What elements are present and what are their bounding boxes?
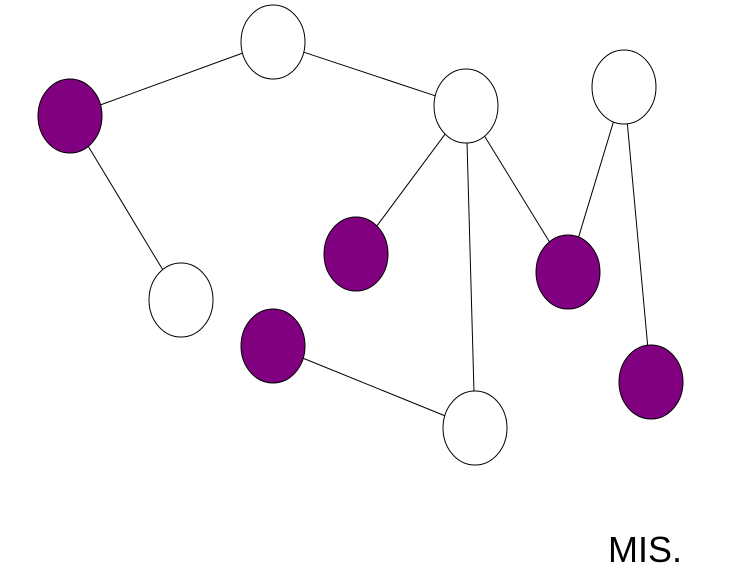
edge-n2-n7	[87, 146, 164, 270]
node-n3	[433, 68, 499, 144]
edge-n4-n6	[578, 121, 614, 238]
mis-node-n2	[37, 78, 103, 154]
edge-n3-n5	[376, 133, 446, 227]
mis-node-n8	[240, 308, 306, 384]
node-n9	[442, 390, 508, 466]
mis-node-n10	[618, 344, 684, 420]
diagram-caption: MIS.	[608, 529, 683, 570]
node-layer	[37, 4, 684, 466]
mis-node-n6	[535, 234, 601, 310]
node-n4	[591, 49, 657, 125]
edge-n3-n6	[484, 135, 550, 243]
edge-n1-n3	[303, 51, 436, 97]
node-n7	[148, 262, 214, 338]
node-n1	[240, 4, 306, 80]
edge-n8-n9	[303, 357, 445, 417]
edge-n3-n9	[466, 142, 475, 392]
edge-n4-n10	[626, 123, 649, 346]
edge-layer	[87, 51, 649, 417]
mis-node-n5	[323, 216, 389, 292]
edge-n1-n2	[100, 52, 243, 106]
